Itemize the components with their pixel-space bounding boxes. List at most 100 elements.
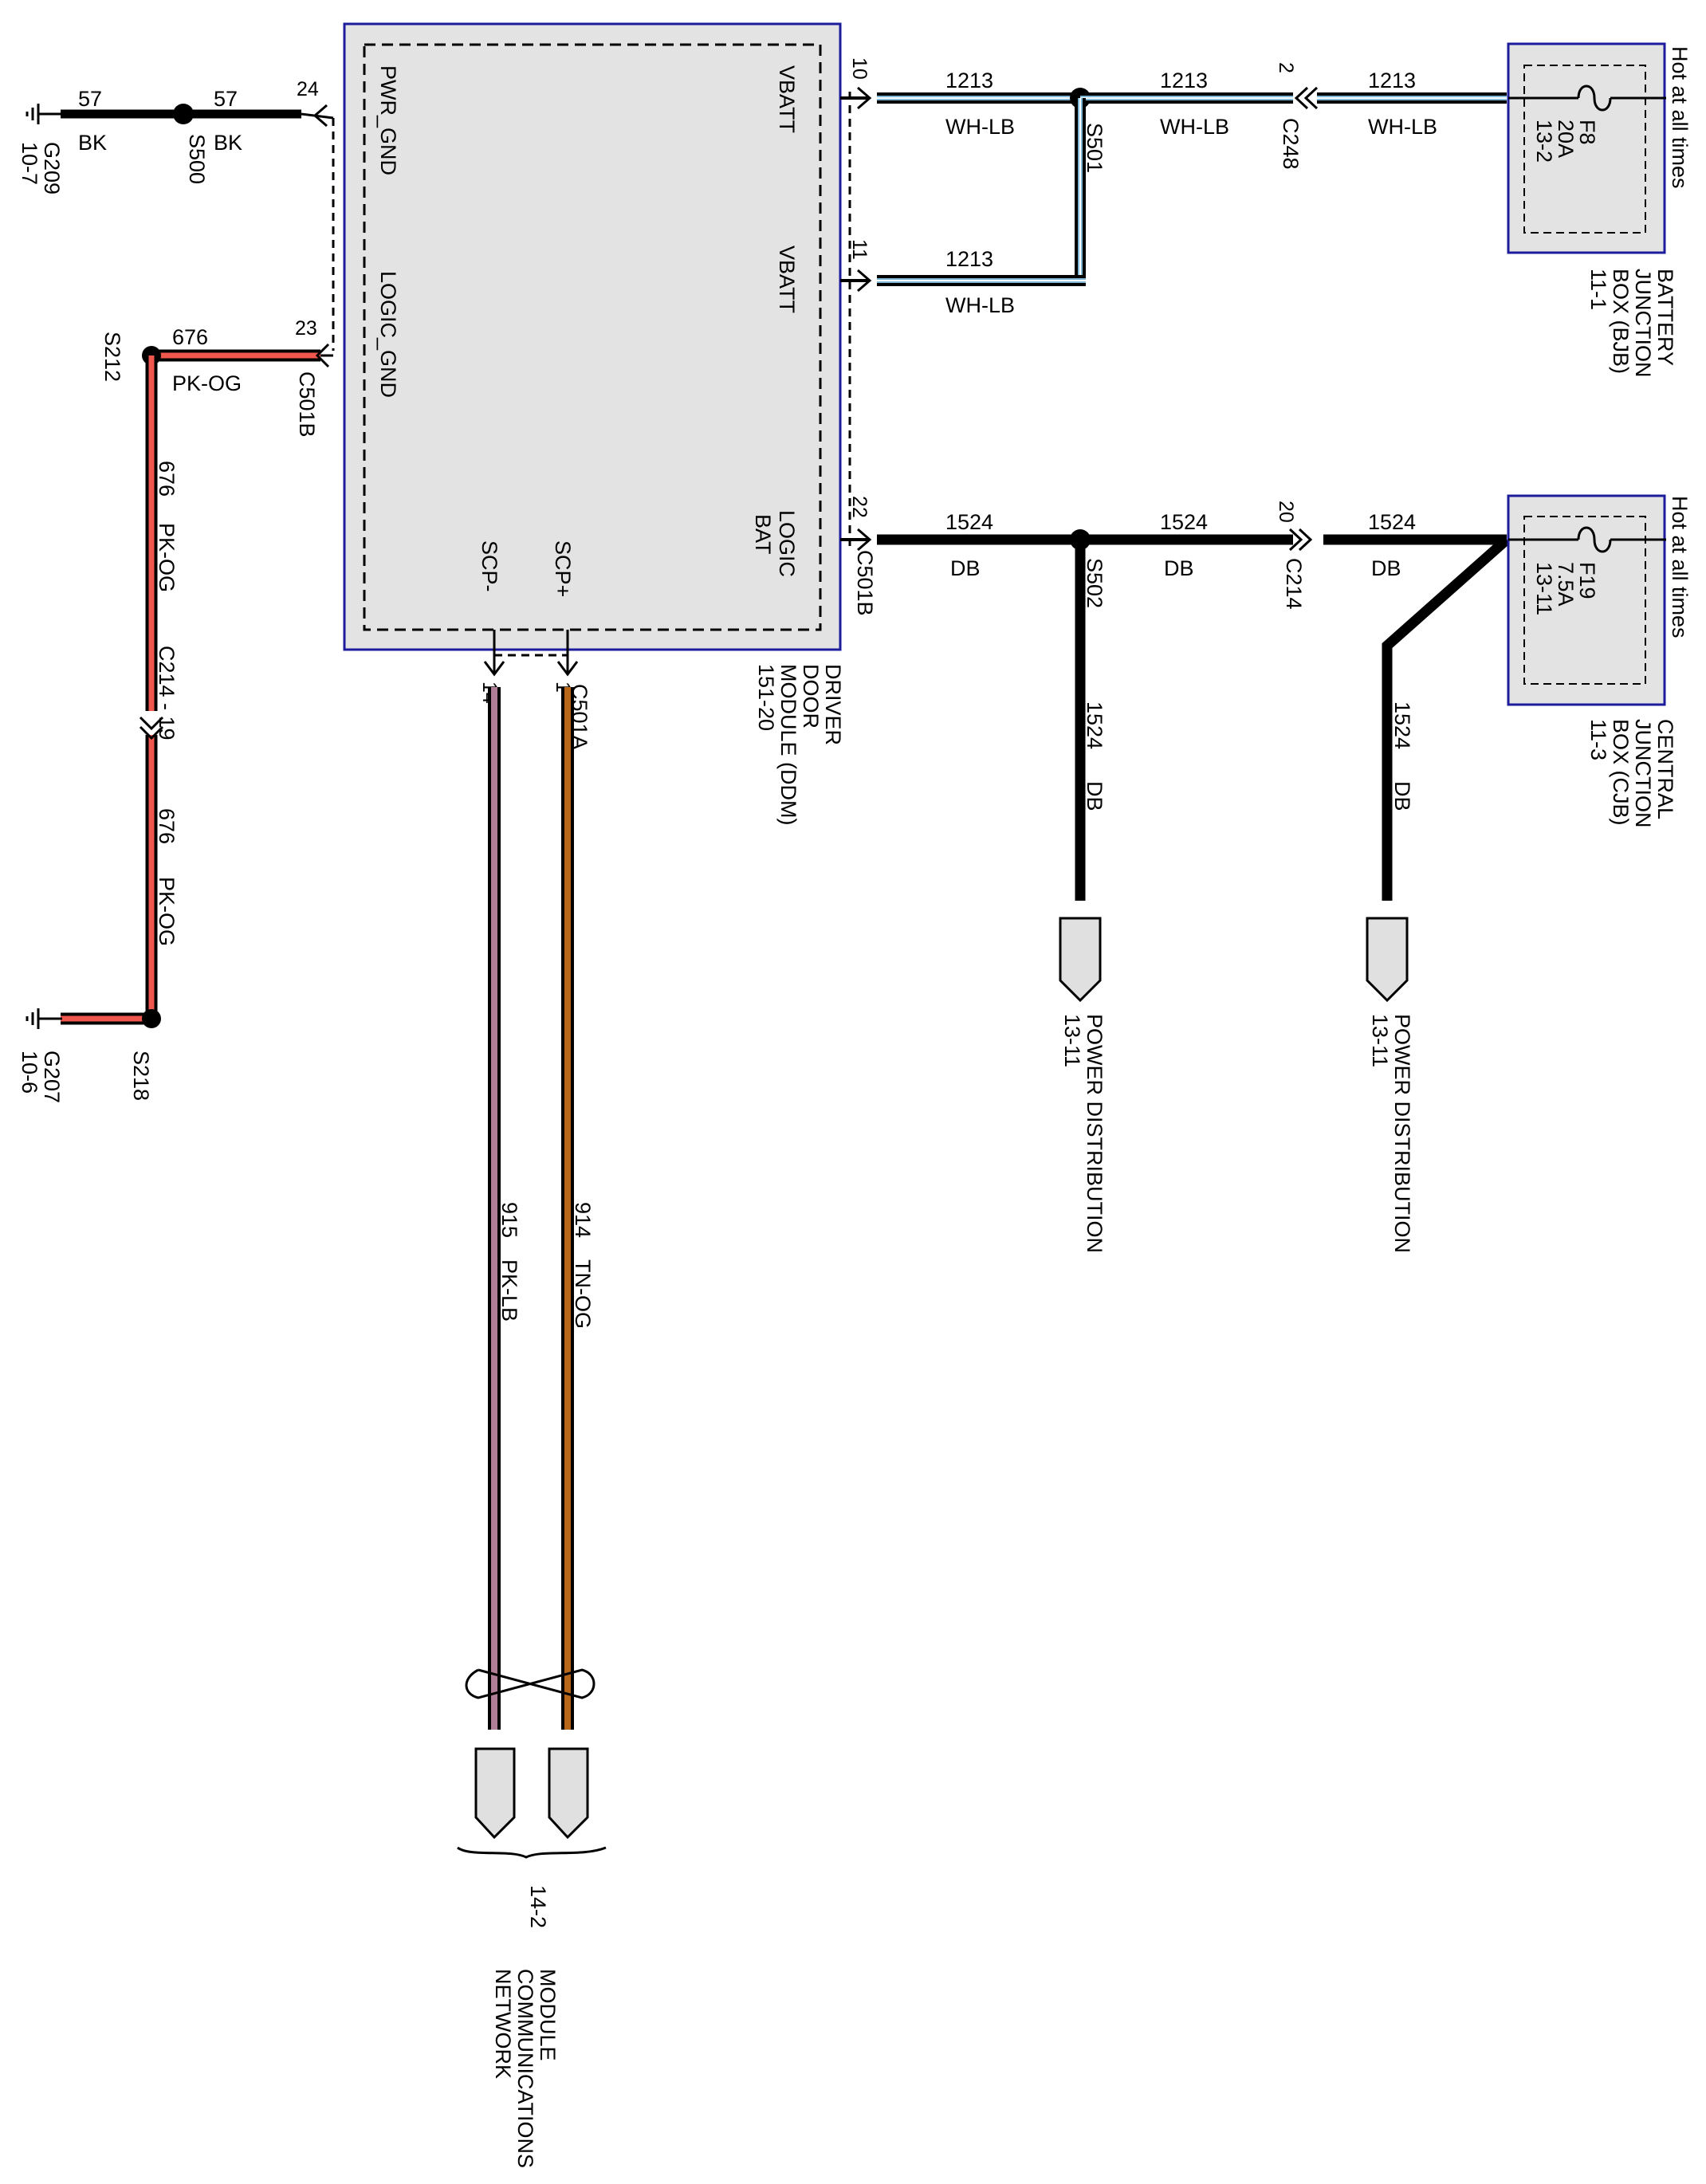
ground-g207-name: G207	[40, 1051, 64, 1103]
power-distribution-2: POWER DISTRIBUTION 13-11	[1366, 917, 1414, 1253]
bjb-name-line-1: BATTERY	[1653, 269, 1677, 366]
connector-c248-label: C248	[1279, 118, 1303, 170]
ground-g207: G207 10-6	[18, 1008, 64, 1103]
bjb-name-line-3: BOX (BJB)	[1609, 269, 1633, 374]
wire-1213-a-circuit: 1213	[945, 69, 993, 92]
splice-s502-label: S502	[1083, 558, 1107, 608]
pin-22: 22	[848, 496, 871, 518]
fuse-f8-rating: 20A	[1554, 120, 1578, 158]
wire-1524-v2-circuit: 1524	[1390, 701, 1414, 749]
splice-s501-label: S501	[1083, 123, 1107, 173]
fuse-f8-name: F8	[1575, 120, 1599, 145]
wire-676-v2-circuit: 676	[155, 808, 179, 844]
wire-676-v2-color: PK-OG	[155, 877, 179, 946]
splice-s218-label: S218	[129, 1051, 153, 1101]
connector-arrow-914-icon	[548, 1747, 589, 1840]
wire-914-circuit: 914	[571, 1202, 595, 1238]
pin-label-bat: BAT	[751, 514, 775, 555]
brace-icon	[457, 1846, 607, 1859]
wire-676: S212 676 PK-OG 23 C501B 676 PK-OG C214 -…	[61, 317, 333, 1101]
cjb-hot-label: Hot at all times	[1668, 496, 1692, 638]
wire-1213-b-color: WH-LB	[1160, 115, 1229, 139]
fuse-f19-name: F19	[1575, 562, 1599, 599]
fuse-f19-rating: 7.5A	[1554, 562, 1578, 607]
ground-g207-page: 10-6	[18, 1051, 41, 1094]
wire-1213-d-circuit: 1213	[945, 247, 993, 271]
driver-door-module: PWR_GND LOGIC_GND VBATT VBATT LOGIC BAT …	[343, 22, 845, 826]
cjb-box	[1507, 494, 1666, 706]
pin-11: 11	[848, 239, 871, 260]
ground-g209-page: 10-7	[18, 142, 41, 185]
connector-c214-left: C214 - 19	[155, 646, 179, 740]
pin-label-pwr-gnd: PWR_GND	[376, 65, 400, 175]
wire-57: 57 BK 57 BK S500 24	[61, 78, 334, 184]
wire-1524-v2-color: DB	[1390, 781, 1414, 811]
pd2-ref: 13-11	[1368, 1014, 1392, 1067]
ddm-box	[343, 22, 842, 651]
wire-676-top-circuit: 676	[172, 325, 208, 349]
wire-1213: 10 S501 1213 WH-LB 1213 WH-LB 2 C248 121…	[840, 57, 1507, 317]
wire-1524-v1-circuit: 1524	[1083, 701, 1107, 749]
twisted-pair-icon	[465, 1668, 596, 1699]
cjb-name-line-4: 11-3	[1586, 719, 1610, 760]
wire-57a-color: BK	[78, 131, 107, 155]
wire-1213-b-circuit: 1213	[1160, 69, 1208, 92]
ddm-name-line-2: DOOR	[799, 664, 823, 729]
wire-1524: 22 C501B S502 1524 DB 1524 DB 20 C214 15…	[840, 496, 1511, 901]
pin-23: 23	[295, 317, 317, 340]
pin-label-scp-plus: SCP+	[551, 540, 575, 597]
pd2-name: POWER DISTRIBUTION	[1390, 1014, 1414, 1253]
ground-g209-name: G209	[40, 142, 64, 194]
ddm-inner-dashed	[363, 43, 822, 631]
wire-676-top-color: PK-OG	[172, 371, 242, 395]
wire-57b-color: BK	[214, 131, 242, 155]
ddm-name-line-1: DRIVER	[821, 664, 845, 745]
wire-676-v1-circuit: 676	[155, 461, 179, 497]
pin-10: 10	[848, 57, 871, 80]
connector-arrow-pd2-icon	[1366, 917, 1409, 1003]
wire-1213-c-color: WH-LB	[1368, 115, 1437, 139]
pin-label-vbatt-2: VBATT	[775, 246, 799, 313]
cjb-inner-dashed	[1523, 516, 1646, 685]
fuse-f8-ref: 13-2	[1532, 120, 1556, 163]
connector-dashes	[332, 92, 851, 657]
wire-1213-a-color: WH-LB	[945, 115, 1015, 139]
connector-c214-pin: 20	[1275, 501, 1297, 523]
ground-g209: G209 10-7	[18, 104, 64, 194]
bjb-name-line-4: 11-1	[1586, 269, 1610, 310]
mcn-ref: 14-2	[526, 1885, 550, 1928]
wire-1524-v1-color: DB	[1083, 781, 1107, 811]
battery-junction-box: F8 20A 13-2 Hot at all times BATTERY JUN…	[1507, 42, 1692, 378]
bjb-hot-label: Hot at all times	[1668, 46, 1692, 189]
wire-1524-c-color: DB	[1371, 556, 1401, 580]
wire-57b-circuit: 57	[214, 87, 238, 111]
connector-c214-label: C214	[1282, 558, 1306, 610]
connector-arrow-pd1-icon	[1059, 917, 1102, 1003]
ddm-name-line-4: 151-20	[754, 664, 778, 731]
pin-label-logic-gnd: LOGIC_GND	[376, 271, 400, 398]
wire-915-circuit: 915	[497, 1202, 521, 1238]
pin-label-scp-minus: SCP-	[478, 540, 501, 592]
cjb-name-line-1: CENTRAL	[1653, 719, 1677, 819]
wire-1524-a-circuit: 1524	[945, 510, 993, 534]
wire-1524-b-color: DB	[1164, 556, 1194, 580]
scp-network: 14 1 C501A 915 PK-LB 914 TN-OG 14-2 MODU…	[457, 630, 607, 2168]
cjb-name-line-3: BOX (CJB)	[1609, 719, 1633, 826]
wire-1213-d-color: WH-LB	[945, 293, 1015, 317]
bjb-name-line-2: JUNCTION	[1631, 269, 1655, 378]
fuse-f19-ref: 13-11	[1532, 562, 1556, 615]
power-distribution-1: POWER DISTRIBUTION 13-11	[1059, 917, 1107, 1253]
connector-c501b-left: C501B	[295, 371, 319, 438]
splice-s500-label: S500	[185, 134, 209, 184]
pin-label-logic: LOGIC	[775, 510, 799, 577]
cjb-name-line-2: JUNCTION	[1631, 719, 1655, 828]
bjb-inner-dashed	[1523, 65, 1646, 234]
mcn-name-line-1: MODULE	[536, 1969, 560, 2061]
splice-s212-label: S212	[100, 332, 124, 382]
connector-c248-pin: 2	[1275, 62, 1297, 73]
wire-1213-c-circuit: 1213	[1368, 69, 1416, 92]
pd1-ref: 13-11	[1060, 1014, 1084, 1067]
wire-676-v1-color: PK-OG	[155, 523, 179, 592]
fuse-f19-icon	[1577, 526, 1612, 553]
pin-label-vbatt-1: VBATT	[775, 65, 799, 133]
